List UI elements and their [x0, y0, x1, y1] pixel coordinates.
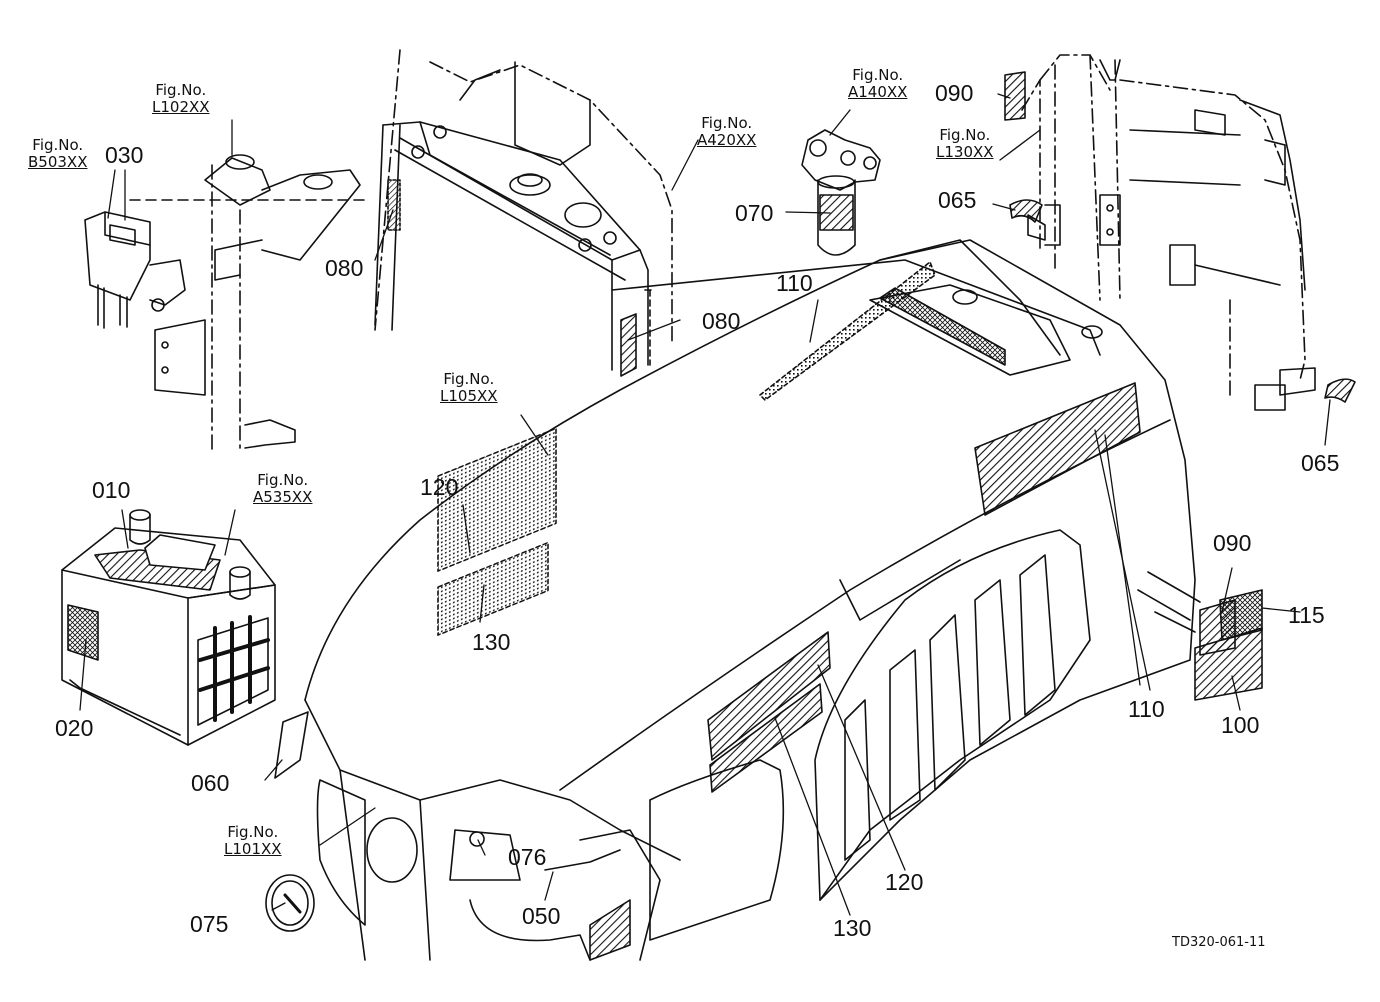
part-label-050: 050	[522, 903, 561, 929]
part-label-100: 100	[1221, 712, 1260, 738]
part-label-080: 080	[325, 255, 364, 281]
fig-ref-a420: Fig.No. A420XX	[697, 115, 756, 149]
part-label-076: 076	[508, 844, 547, 870]
fig-prefix: Fig.No.	[257, 471, 309, 489]
part-label-115: 115	[1288, 602, 1325, 628]
part-label-030: 030	[105, 142, 144, 168]
part-label-080: 080	[702, 308, 741, 334]
fuel-filter	[801, 129, 881, 256]
part-label-130: 130	[472, 629, 511, 655]
fig-number: L130XX	[936, 143, 994, 161]
fig-ref-l102: Fig.No. L102XX	[152, 82, 210, 116]
fig-number: A420XX	[697, 131, 757, 149]
fig-ref-l101: Fig.No. L101XX	[224, 824, 282, 858]
fig-number: L102XX	[152, 98, 210, 116]
part-label-065: 065	[1301, 450, 1340, 476]
fig-prefix: Fig.No.	[227, 823, 279, 841]
cabin-frame	[1004, 54, 1356, 411]
part-label-010: 010	[92, 477, 131, 503]
fig-number: L105XX	[440, 387, 498, 405]
fig-prefix: Fig.No.	[852, 66, 904, 84]
part-label-110: 110	[776, 270, 813, 296]
fig-ref-a535: Fig.No. A535XX	[253, 472, 312, 506]
fig-prefix: Fig.No.	[939, 126, 991, 144]
part-label-065: 065	[938, 187, 977, 213]
leader-lines	[79, 93, 1331, 916]
fig-prefix: Fig.No.	[155, 81, 207, 99]
fig-ref-a140: Fig.No. A140XX	[848, 67, 907, 101]
part-label-090: 090	[935, 80, 974, 106]
fig-number: A535XX	[253, 488, 313, 506]
relay-bracket-assembly	[84, 154, 366, 451]
drawing-code: TD320-061-11	[1172, 935, 1266, 950]
part-label-130: 130	[833, 915, 872, 941]
fig-ref-l130: Fig.No. L130XX	[936, 127, 994, 161]
part-label-120: 120	[885, 869, 924, 895]
part-label-120: 120	[420, 474, 459, 500]
part-label-090: 090	[1213, 530, 1252, 556]
fig-prefix: Fig.No.	[443, 370, 495, 388]
fig-number: B503XX	[28, 153, 88, 171]
fig-prefix: Fig.No.	[701, 114, 753, 132]
part-label-020: 020	[55, 715, 94, 741]
part-label-060: 060	[191, 770, 230, 796]
fig-ref-l105: Fig.No. L105XX	[440, 371, 498, 405]
part-label-070: 070	[735, 200, 774, 226]
fig-ref-b503: Fig.No. B503XX	[28, 137, 87, 171]
fig-prefix: Fig.No.	[32, 136, 84, 154]
radiator-assembly	[374, 49, 673, 377]
hood	[265, 239, 1263, 961]
part-label-110: 110	[1128, 696, 1165, 722]
fig-number: A140XX	[848, 83, 908, 101]
part-label-075: 075	[190, 911, 229, 937]
battery	[61, 509, 276, 746]
fig-number: L101XX	[224, 840, 282, 858]
